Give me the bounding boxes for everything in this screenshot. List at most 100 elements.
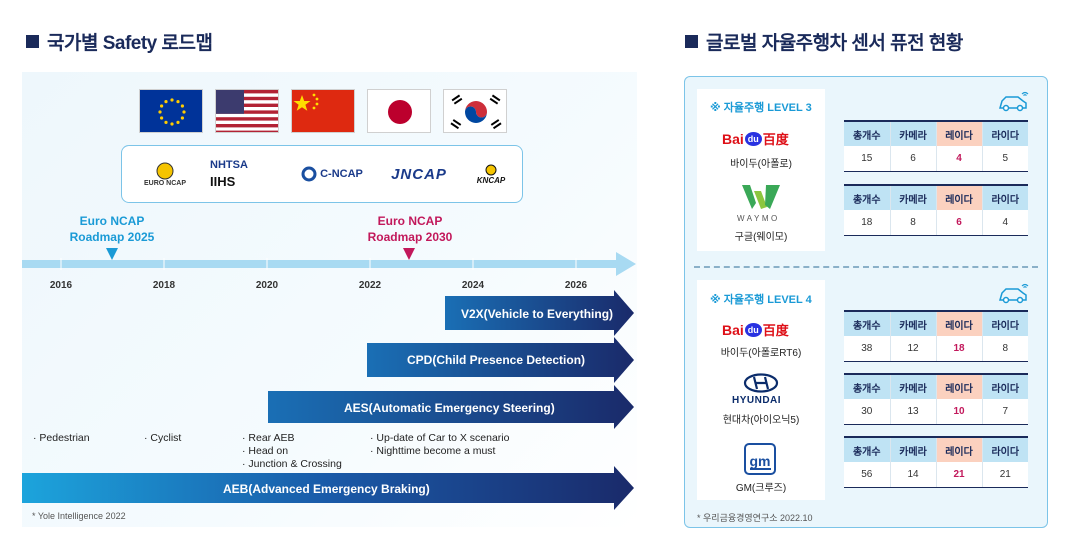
value-cell: 5 bbox=[981, 146, 1028, 172]
safety-org-logos: EURO NCAP NHTSA IIHS C-NCAP JNCAP KNCAP bbox=[121, 145, 523, 203]
note-aeb-scenarios: · Rear AEB · Head on · Junction & Crossi… bbox=[242, 432, 342, 470]
aeb-bar-label: AEB(Advanced Emergency Braking) bbox=[223, 482, 430, 496]
header-cell: 카메라 bbox=[889, 184, 936, 210]
c-ncap-ring-icon bbox=[301, 166, 317, 182]
roadmap-2030-label: Euro NCAP Roadmap 2030 bbox=[367, 214, 453, 244]
aeb-bar bbox=[22, 466, 634, 510]
right-source: * 우리금융경영연구소 2022.10 bbox=[697, 513, 813, 523]
hyundai-emblem-icon bbox=[743, 373, 779, 393]
timeline-axis bbox=[22, 252, 636, 276]
cn-flag-icon bbox=[291, 89, 355, 133]
value-cell: 14 bbox=[889, 462, 936, 488]
company-name: 현대차(아이오닉5) bbox=[722, 415, 800, 426]
value-cell: 18 bbox=[935, 336, 982, 362]
value-cell: 38 bbox=[844, 336, 890, 362]
header-cell: 카메라 bbox=[889, 373, 936, 399]
note-pedestrian: · Pedestrian bbox=[33, 432, 90, 444]
kncap-logo: KNCAP bbox=[467, 146, 515, 202]
connected-car-icon bbox=[999, 283, 1029, 304]
level3-label: ※ 자율주행 LEVEL 3 bbox=[710, 102, 812, 114]
value-cell: 7 bbox=[981, 399, 1028, 425]
jncap-logo: JNCAP bbox=[391, 165, 447, 183]
header-cell: 카메라 bbox=[889, 436, 936, 462]
left-section-title: 국가별 Safety 로드맵 bbox=[26, 28, 213, 55]
header-cell: 카메라 bbox=[889, 310, 936, 336]
cpd-bar bbox=[367, 337, 634, 383]
level4-company-card bbox=[697, 280, 825, 500]
roadmap-2030-marker-icon bbox=[403, 248, 415, 260]
company-name: 바이두(아폴로) bbox=[730, 159, 792, 170]
v2x-bar-label: V2X(Vehicle to Everything) bbox=[461, 307, 614, 321]
value-cell: 56 bbox=[844, 462, 890, 488]
baidu-logo: Bai du 百度 bbox=[722, 130, 789, 148]
company-name: GM(크루즈) bbox=[735, 483, 787, 494]
square-bullet-icon bbox=[685, 35, 698, 48]
header-cell: 라이다 bbox=[981, 310, 1028, 336]
kr-flag-icon bbox=[443, 89, 507, 133]
c-ncap-logo: C-NCAP bbox=[292, 146, 372, 202]
note-car-to-x: · Up-date of Car to X scenario · Nightti… bbox=[370, 432, 510, 457]
v2x-bar bbox=[445, 290, 634, 336]
value-cell: 6 bbox=[889, 146, 936, 172]
baidu-logo: Bai du 百度 bbox=[722, 321, 789, 339]
right-section-title: 글로벌 자율주행차 센서 퓨전 현황 bbox=[685, 28, 963, 55]
value-cell: 6 bbox=[935, 210, 982, 236]
note-cyclist: · Cyclist bbox=[144, 432, 182, 444]
jp-flag-icon bbox=[367, 89, 431, 133]
value-cell: 13 bbox=[889, 399, 936, 425]
value-cell: 30 bbox=[844, 399, 890, 425]
header-cell: 카메라 bbox=[889, 120, 936, 146]
year-label: 2018 bbox=[152, 280, 176, 291]
level-divider bbox=[694, 266, 1038, 268]
waymo-logo-icon bbox=[742, 185, 780, 209]
roadmap-2025-label: Euro NCAP Roadmap 2025 bbox=[69, 214, 155, 244]
year-label: 2022 bbox=[358, 280, 382, 291]
header-cell: 총개수 bbox=[844, 436, 890, 462]
cpd-bar-label: CPD(Child Presence Detection) bbox=[407, 353, 586, 367]
header-cell: 라이다 bbox=[981, 373, 1028, 399]
header-cell: 라이다 bbox=[981, 436, 1028, 462]
waymo-wordmark: WAYMO bbox=[737, 214, 780, 223]
value-cell: 10 bbox=[935, 399, 982, 425]
value-cell: 4 bbox=[935, 146, 982, 172]
value-cell: 18 bbox=[844, 210, 890, 236]
header-cell: 총개수 bbox=[844, 373, 890, 399]
header-cell: 라이다 bbox=[981, 184, 1028, 210]
roadmap-2025-marker-icon bbox=[106, 248, 118, 260]
gm-logo: gm bbox=[744, 443, 776, 475]
square-bullet-icon bbox=[26, 35, 39, 48]
level3-company-card bbox=[697, 89, 825, 251]
year-label: 2026 bbox=[564, 280, 588, 291]
eu-flag-icon bbox=[139, 89, 203, 133]
hyundai-wordmark: HYUNDAI bbox=[732, 395, 782, 406]
value-cell: 15 bbox=[844, 146, 890, 172]
header-cell: 총개수 bbox=[844, 120, 890, 146]
feature-bars bbox=[22, 290, 634, 510]
value-cell: 21 bbox=[935, 462, 982, 488]
kncap-emblem-icon bbox=[485, 164, 497, 175]
value-cell: 12 bbox=[889, 336, 936, 362]
us-flag-icon bbox=[215, 89, 279, 133]
year-label: 2016 bbox=[49, 280, 73, 291]
left-source: * Yole Intelligence 2022 bbox=[32, 511, 126, 521]
header-cell: 총개수 bbox=[844, 184, 890, 210]
aes-bar-label: AES(Automatic Emergency Steering) bbox=[344, 401, 555, 415]
header-cell: 레이다 bbox=[935, 310, 982, 336]
company-name: 구글(웨이모) bbox=[734, 232, 788, 243]
connected-car-icon bbox=[999, 91, 1029, 112]
header-cell: 레이다 bbox=[935, 120, 982, 146]
euro-ncap-logo: EURO NCAP bbox=[130, 146, 200, 202]
header-cell: 레이다 bbox=[935, 373, 982, 399]
aes-bar bbox=[268, 385, 634, 429]
